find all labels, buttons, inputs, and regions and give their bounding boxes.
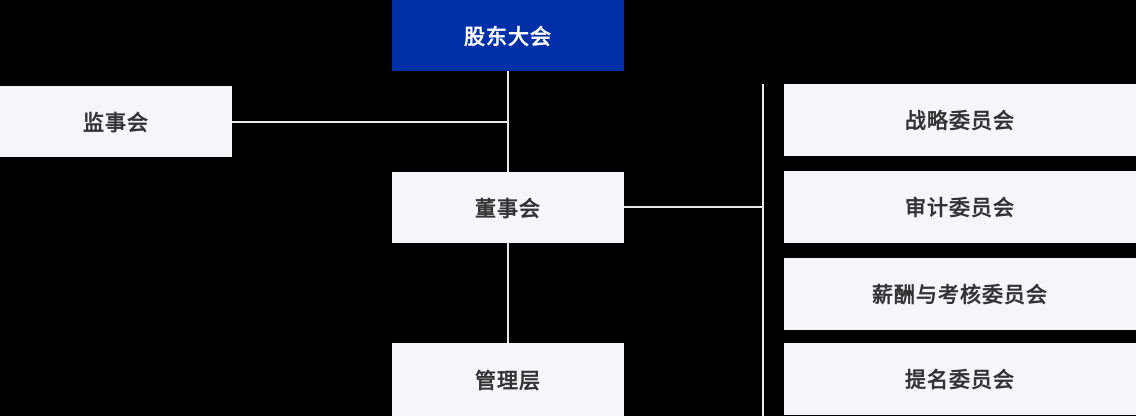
- node-committee-compensation-assessment-label: 薪酬与考核委员会: [872, 283, 1048, 307]
- connector-board-to-committees: [624, 206, 763, 208]
- connector-board-to-management: [507, 243, 509, 343]
- connector-committees-trunk: [762, 84, 764, 416]
- node-committee-nomination: 提名委员会: [784, 343, 1136, 415]
- node-committee-compensation-assessment: 薪酬与考核委员会: [784, 258, 1136, 330]
- node-board-of-directors: 董事会: [392, 172, 624, 243]
- node-supervisory-board: 监事会: [0, 86, 232, 157]
- node-committee-audit: 审计委员会: [784, 171, 1136, 243]
- node-shareholders-meeting-label: 股东大会: [464, 24, 552, 49]
- node-committee-audit-label: 审计委员会: [905, 196, 1015, 220]
- node-management: 管理层: [392, 343, 624, 416]
- node-shareholders-meeting: 股东大会: [392, 0, 624, 71]
- node-committee-strategy: 战略委员会: [784, 84, 1136, 156]
- node-committee-strategy-label: 战略委员会: [905, 109, 1015, 133]
- node-supervisory-board-label: 监事会: [83, 110, 149, 135]
- node-committee-nomination-label: 提名委员会: [905, 368, 1015, 392]
- node-board-of-directors-label: 董事会: [475, 196, 541, 221]
- node-management-label: 管理层: [475, 368, 541, 393]
- connector-supervisory-to-spine: [232, 121, 509, 123]
